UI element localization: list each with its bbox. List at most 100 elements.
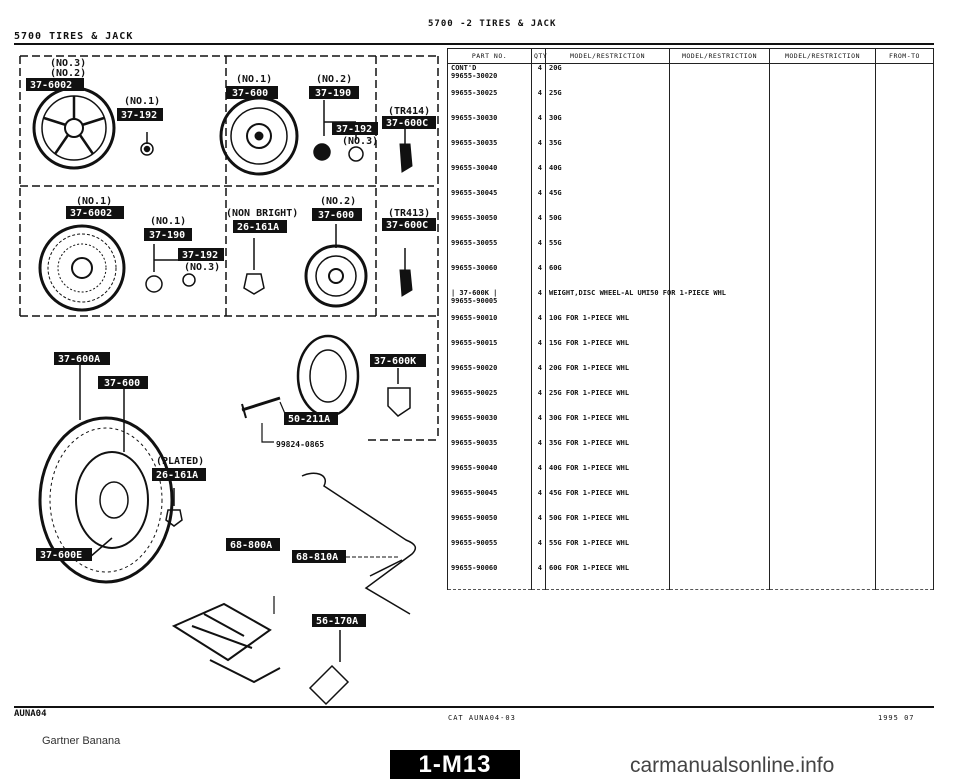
credit-text: Gartner Banana: [42, 735, 121, 747]
callout-37-600-a: 37-600: [232, 88, 268, 99]
column-header-part-no: PART NO.: [447, 48, 532, 64]
cell-part-no: 99655-30025: [447, 89, 532, 114]
cell-qty: 4: [531, 364, 546, 389]
cell-description: 45G: [545, 189, 670, 214]
cell-description: 20G FOR 1-PIECE WHL: [545, 364, 670, 389]
cell-from-to: [875, 139, 934, 164]
footer-left-code: AUNA04: [14, 709, 47, 719]
cell-description: 20G: [545, 63, 670, 89]
cell-description-value: 40G FOR 1-PIECE WHL: [549, 464, 630, 472]
cell-description-value: 25G FOR 1-PIECE WHL: [549, 389, 630, 397]
cell-description: 35G: [545, 139, 670, 164]
cell-qty: 4: [531, 489, 546, 514]
cell-part-no: 99655-90045: [447, 489, 532, 514]
column-header-model-3: MODEL/RESTRICTION: [769, 48, 876, 64]
jack-handle: [301, 472, 417, 615]
page-number-badge: 1-M13: [390, 750, 520, 779]
steel-wheel-no2: [304, 224, 368, 308]
cell-qty: 4: [531, 189, 546, 214]
callout-68-800a: 68-800A: [230, 540, 272, 551]
box-37-6002-a: [26, 78, 84, 91]
cell-part-no: 99655-90050: [447, 514, 532, 539]
box-37-600-c: [98, 376, 148, 389]
cell-model-3: [769, 339, 876, 364]
box-26-161a-b: [152, 468, 206, 481]
cell-model-3: [769, 189, 876, 214]
cell-part-no-value: 99655-30050: [451, 214, 498, 222]
cell-part-no-value: 99655-90050: [451, 514, 498, 522]
cell-description-value: 60G FOR 1-PIECE WHL: [549, 564, 630, 572]
callout-no1-c: (NO.1): [76, 196, 112, 207]
callout-no2-c: (NO.2): [320, 196, 356, 207]
cell-model-2: [669, 439, 770, 464]
cell-model-2: [669, 239, 770, 264]
center-cap-small-a: [140, 132, 154, 156]
callout-37-192-b: 37-192: [336, 124, 372, 135]
cell-from-to: [875, 514, 934, 539]
callout-68-810a: 68-810A: [296, 552, 338, 563]
cell-description-value: 20G: [549, 64, 562, 72]
callout-no3-a: (NO.3): [50, 58, 86, 69]
cell-part-no: 99655-90035: [447, 439, 532, 464]
cell-model-3: [769, 389, 876, 414]
cell-description-value: 10G FOR 1-PIECE WHL: [549, 314, 630, 322]
callout-bolt-part-number: 99824-0865: [276, 440, 324, 449]
cell-part-no-value: 99655-90025: [451, 389, 498, 397]
cell-model-2: [669, 389, 770, 414]
cell-description: 10G FOR 1-PIECE WHL: [545, 314, 670, 339]
cell-part-no-value: 99655-30030: [451, 114, 498, 122]
callout-37-192-c: 37-192: [182, 250, 218, 261]
cell-part-no: 99655-90025: [447, 389, 532, 414]
cell-from-to: [875, 314, 934, 339]
cell-description: 55G: [545, 239, 670, 264]
leader-37-600e: [89, 537, 113, 558]
bracket-37-600k: [387, 368, 411, 417]
cell-qty: 4: [531, 514, 546, 539]
cell-part-no-note: | 37-600K |: [451, 289, 498, 297]
box-68-810a: [292, 550, 346, 563]
cell-description-value: 30G: [549, 114, 562, 122]
lug-nut-non-bright: [243, 238, 265, 295]
cell-description-value: 55G FOR 1-PIECE WHL: [549, 539, 630, 547]
cell-part-no-value: 99655-90055: [451, 539, 498, 547]
cell-model-3: [769, 564, 876, 590]
callout-56-170a: 56-170A: [316, 616, 358, 627]
callout-37-600c-a: 37-600C: [386, 118, 428, 129]
cell-description: 25G FOR 1-PIECE WHL: [545, 389, 670, 414]
cell-part-no: 99655-90015: [447, 339, 532, 364]
header-left-title: 5700 TIRES & JACK: [14, 31, 134, 42]
cell-model-2: [669, 114, 770, 139]
cell-model-2: [669, 214, 770, 239]
cell-description: 40G: [545, 164, 670, 189]
callout-37-600a: 37-600A: [58, 354, 100, 365]
cell-from-to: [875, 539, 934, 564]
cell-model-2: [669, 414, 770, 439]
cell-part-no-note: CONT'D: [451, 64, 477, 72]
watermark-text: carmanualsonline.info: [630, 754, 835, 777]
parts-list-table: PART NO. QTY MODEL/RESTRICTION MODEL/RES…: [447, 48, 934, 590]
cell-part-no: 99655-90060: [447, 564, 532, 590]
cell-qty: 4: [531, 464, 546, 489]
cell-from-to: [875, 489, 934, 514]
cell-qty: 4: [531, 339, 546, 364]
cell-part-no: 99655-30050: [447, 214, 532, 239]
cell-model-3: [769, 239, 876, 264]
callout-no3-c: (NO.3): [184, 262, 220, 273]
column-header-qty: QTY: [531, 48, 547, 64]
callout-37-600k: 37-600K: [374, 356, 416, 367]
cell-from-to: [875, 414, 934, 439]
cell-model-3: [769, 539, 876, 564]
cell-qty: 4: [531, 139, 546, 164]
cell-from-to: [875, 114, 934, 139]
cell-description: 15G FOR 1-PIECE WHL: [545, 339, 670, 364]
cell-description: 50G FOR 1-PIECE WHL: [545, 514, 670, 539]
cell-model-3: [769, 439, 876, 464]
cell-model-3: [769, 214, 876, 239]
cell-qty: 4: [531, 289, 546, 314]
